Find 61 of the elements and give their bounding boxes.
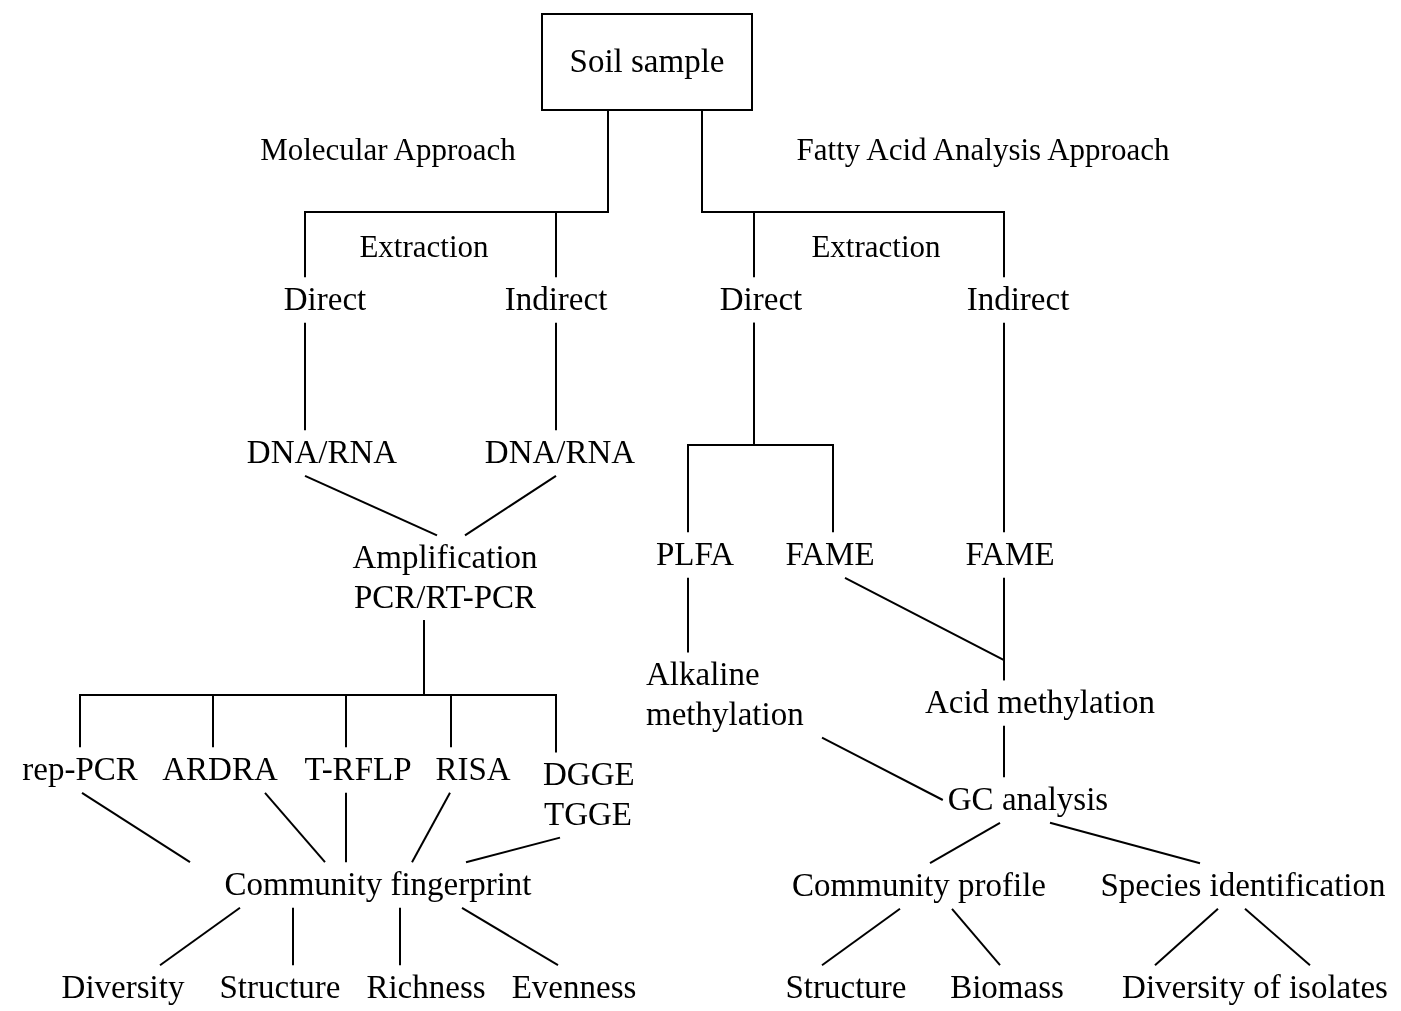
node-label: Community fingerprint [219, 862, 537, 908]
node-label: GC analysis [942, 777, 1114, 823]
connector-line [555, 321, 557, 432]
node-label: Structure [780, 965, 912, 1011]
connector-line [1003, 321, 1005, 534]
node-label: Biomass [945, 965, 1069, 1011]
connector-line [399, 906, 401, 967]
node-label: DNA/RNA [241, 430, 403, 476]
connector-line [687, 576, 689, 654]
node-label: DGGE TGGE [538, 752, 638, 838]
connector-line [1154, 907, 1219, 967]
branch-label: Molecular Approach [260, 132, 516, 168]
connector-line [1003, 724, 1005, 779]
node-label: Species identification [1095, 863, 1391, 909]
connector-line [345, 791, 347, 864]
connector-line [304, 321, 306, 432]
node-label: Direct [278, 277, 372, 323]
connector-line [1003, 576, 1005, 682]
connector-line [81, 791, 191, 864]
connector-line [753, 321, 834, 534]
connector-line [159, 906, 241, 967]
connector-line [304, 474, 438, 537]
node-label: Acid methylation [920, 680, 1160, 726]
node-label: rep-PCR [17, 747, 143, 793]
node-label: Amplification PCR/RT-PCR [330, 535, 560, 621]
connector-line [555, 110, 609, 279]
connector-line [411, 791, 451, 864]
connector-line [821, 736, 944, 801]
connector-line [292, 906, 294, 967]
connector-line [264, 791, 326, 864]
node-label: Evenness [506, 965, 642, 1011]
node-label: ARDRA [157, 747, 283, 793]
connector-line [464, 474, 557, 537]
connector-line [465, 836, 561, 864]
node-label: FAME [780, 532, 880, 578]
node-label: DNA/RNA [479, 430, 641, 476]
connector-line [1244, 907, 1311, 967]
connector-line [821, 907, 901, 967]
connector-line [929, 821, 1001, 865]
connector-line [461, 906, 559, 967]
node-label: Direct [714, 277, 808, 323]
node-label: RISA [430, 747, 516, 793]
connector-line [1049, 821, 1201, 865]
connector-line [951, 907, 1001, 967]
node-label: PLFA [650, 532, 740, 578]
node-label: Indirect [961, 277, 1075, 323]
node-label: Community profile [787, 863, 1051, 909]
node-label: Alkaline methylation [641, 652, 831, 738]
branch-label: Extraction [359, 229, 489, 265]
branch-label: Extraction [811, 229, 941, 265]
node-label: Indirect [499, 277, 613, 323]
node-label: Diversity of isolates [1117, 965, 1393, 1011]
process-box: Soil sample [541, 13, 753, 111]
node-label: T-RFLP [299, 747, 417, 793]
node-label: FAME [960, 532, 1060, 578]
branch-label: Fatty Acid Analysis Approach [796, 132, 1170, 168]
node-label: Diversity [56, 965, 190, 1011]
connector-line [423, 619, 557, 754]
node-label: Structure [214, 965, 346, 1011]
node-label: Richness [361, 965, 491, 1011]
connector-line [701, 110, 1005, 279]
